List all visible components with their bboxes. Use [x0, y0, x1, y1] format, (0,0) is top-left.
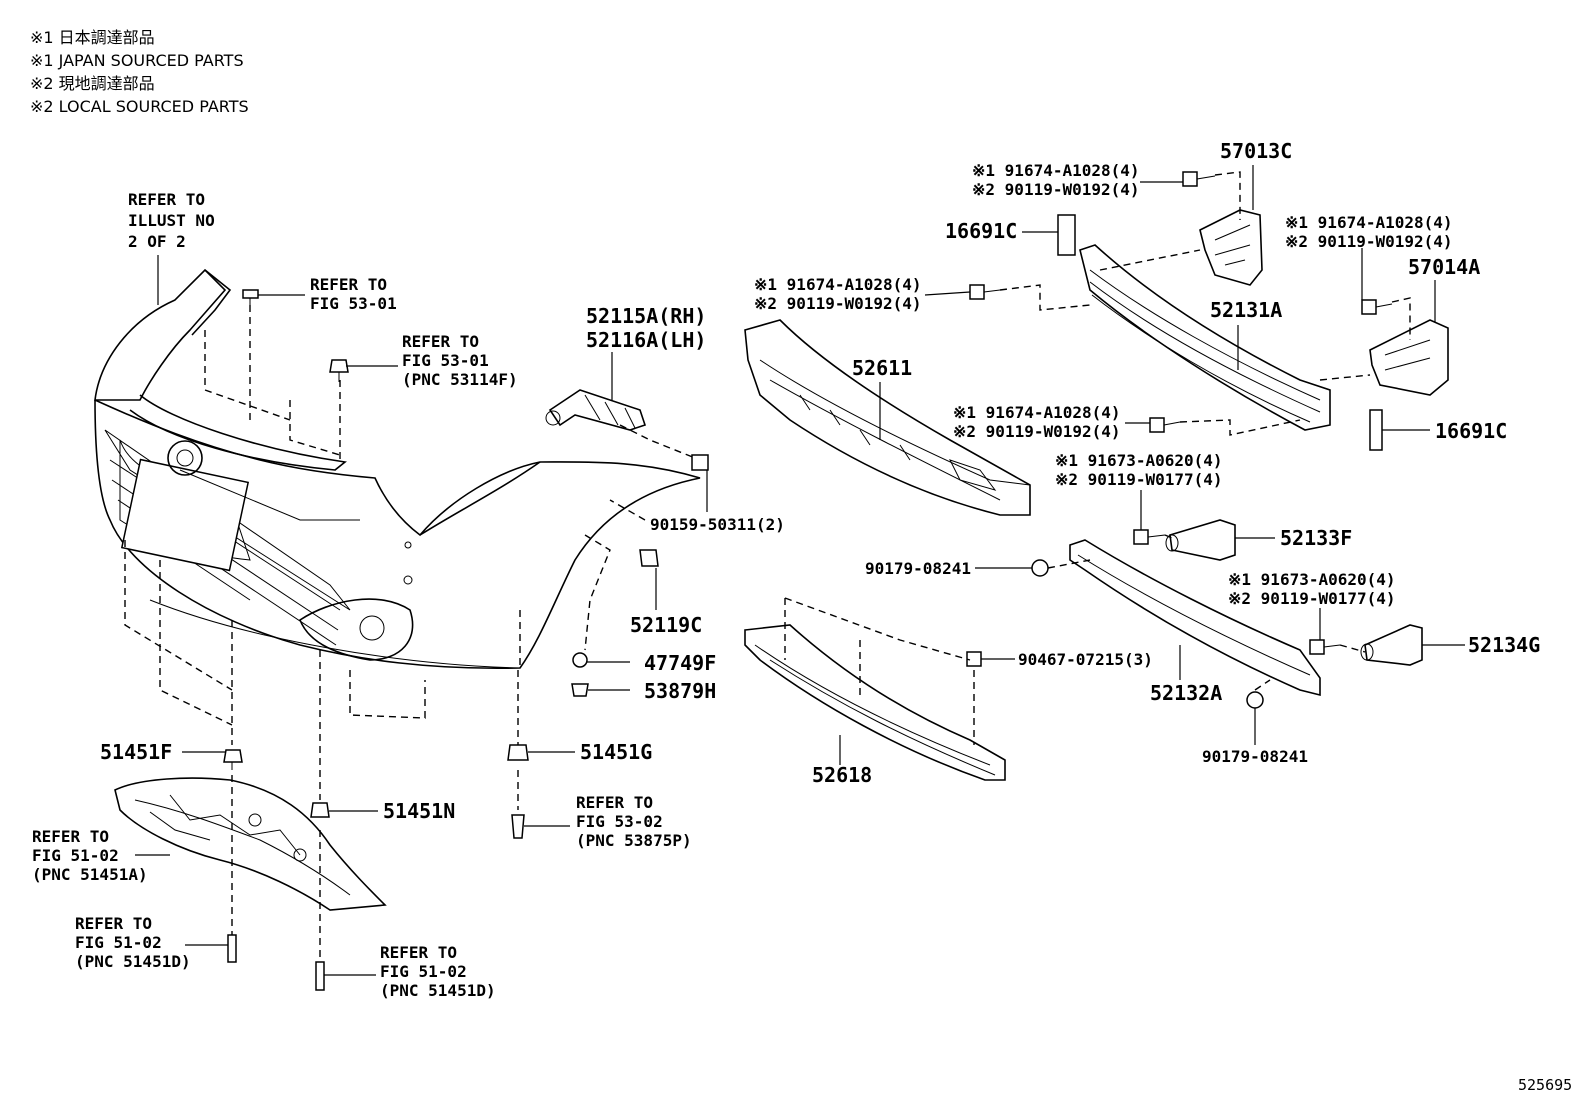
bolt-f-line1: ※1 91673-A0620(4)	[1228, 570, 1396, 589]
right-labels: 57013C 16691C 57014A 52131A 52611 16691C…	[754, 139, 1572, 1094]
part-52131A: 52131A	[1210, 298, 1282, 322]
bolt-b-line2: ※2 90119-W0192(4)	[1285, 232, 1453, 251]
engine-under-cover	[114, 777, 387, 911]
refer-53-02-line1: REFER TO	[576, 793, 653, 812]
brackets-52133F-52134G	[1165, 519, 1423, 666]
part-90159: 90159-50311(2)	[650, 515, 785, 534]
part-52119C: 52119C	[630, 613, 702, 637]
bracket-57014A	[1369, 319, 1449, 396]
part-53879H: 53879H	[644, 679, 716, 703]
right-dashed-leaders	[784, 171, 1411, 745]
refer-51-02-c-line3: (PNC 51451D)	[380, 981, 496, 1000]
note-local-en: ※2 LOCAL SOURCED PARTS	[30, 97, 249, 116]
note-japan-en: ※1 JAPAN SOURCED PARTS	[30, 51, 244, 70]
bolts-right	[966, 171, 1393, 709]
clips-left	[223, 289, 709, 991]
part-52133F: 52133F	[1280, 526, 1352, 550]
bolt-e-line1: ※1 91673-A0620(4)	[1055, 451, 1223, 470]
label-leaders	[135, 165, 1465, 976]
refer-53-01-a-line1: REFER TO	[310, 275, 387, 294]
refer-51-02-b-line2: FIG 51-02	[75, 933, 162, 952]
bolt-f-line2: ※2 90119-W0177(4)	[1228, 589, 1396, 608]
absorber-52618	[744, 624, 1006, 781]
note-japan-jp: ※1 日本調達部品	[30, 28, 155, 47]
refer-53-01-b-line2: FIG 53-01	[402, 351, 489, 370]
refer-53-01-b-line1: REFER TO	[402, 332, 479, 351]
refer-51-02-b-line3: (PNC 51451D)	[75, 952, 191, 971]
refer-illust-line3: 2 OF 2	[128, 232, 186, 251]
part-52611: 52611	[852, 356, 912, 380]
bolt-e-line2: ※2 90119-W0177(4)	[1055, 470, 1223, 489]
source-notes: ※1 日本調達部品 ※1 JAPAN SOURCED PARTS ※2 現地調達…	[30, 26, 249, 118]
bolt-d-line2: ※2 90119-W0192(4)	[953, 422, 1121, 441]
bolt-a-line2: ※2 90119-W0192(4)	[972, 180, 1140, 199]
bolt-c-line2: ※2 90119-W0192(4)	[754, 294, 922, 313]
left-labels: REFER TO ILLUST NO 2 OF 2 REFER TO FIG 5…	[32, 190, 785, 1000]
part-51451G: 51451G	[580, 740, 652, 764]
part-52115A: 52115A(RH)	[586, 304, 706, 328]
part-52134G: 52134G	[1468, 633, 1540, 657]
part-16691C-right: 16691C	[1435, 419, 1507, 443]
bolt-c-line1: ※1 91674-A1028(4)	[754, 275, 922, 294]
refer-51-02-a-line1: REFER TO	[32, 827, 109, 846]
part-47749F: 47749F	[644, 651, 716, 675]
refer-51-02-b-line1: REFER TO	[75, 914, 152, 933]
part-52618: 52618	[812, 763, 872, 787]
bolt-b-line1: ※1 91674-A1028(4)	[1285, 213, 1453, 232]
part-57013C: 57013C	[1220, 139, 1292, 163]
absorber-52611	[744, 319, 1031, 516]
part-51451F: 51451F	[100, 740, 172, 764]
refer-53-02-line3: (PNC 53875P)	[576, 831, 692, 850]
part-90179-a: 90179-08241	[865, 559, 971, 578]
refer-53-01-b-line3: (PNC 53114F)	[402, 370, 518, 389]
refer-51-02-c-line2: FIG 51-02	[380, 962, 467, 981]
refer-illust-line1: REFER TO	[128, 190, 205, 209]
refer-illust-line2: ILLUST NO	[128, 211, 215, 230]
bumper-cover-drawing	[94, 268, 701, 670]
refer-53-01-a-line2: FIG 53-01	[310, 294, 397, 313]
pads-16691C	[1057, 214, 1383, 451]
refer-53-02-line2: FIG 53-02	[576, 812, 663, 831]
reinforcement-52131A	[1079, 244, 1331, 431]
bolt-d-line1: ※1 91674-A1028(4)	[953, 403, 1121, 422]
part-16691C-top: 16691C	[945, 219, 1017, 243]
note-local-jp: ※2 現地調達部品	[30, 74, 155, 93]
refer-51-02-a-line3: (PNC 51451A)	[32, 865, 148, 884]
part-90179-b: 90179-08241	[1202, 747, 1308, 766]
part-52132A: 52132A	[1150, 681, 1222, 705]
lower-reinforcement-52132A	[1069, 539, 1321, 697]
side-retainer-52115A	[545, 389, 647, 431]
part-90467: 90467-07215(3)	[1018, 650, 1153, 669]
bumper-dashed-leaders	[124, 305, 701, 960]
part-52116A: 52116A(LH)	[586, 328, 706, 352]
part-51451N: 51451N	[383, 799, 455, 823]
bolt-a-line1: ※1 91674-A1028(4)	[972, 161, 1140, 180]
refer-51-02-a-line2: FIG 51-02	[32, 846, 119, 865]
part-57014A: 57014A	[1408, 255, 1480, 279]
illustration-number: 525695	[1518, 1076, 1572, 1094]
refer-51-02-c-line1: REFER TO	[380, 943, 457, 962]
bracket-57013C	[1199, 209, 1263, 286]
